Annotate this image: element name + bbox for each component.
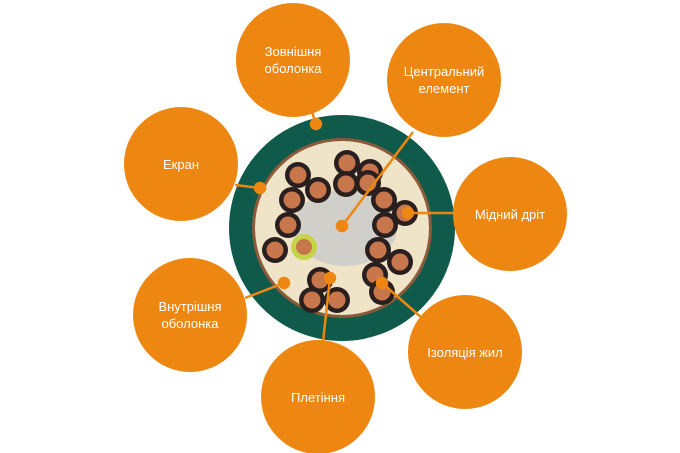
copper-core-shape — [376, 216, 394, 234]
label-core-insulation: Ізоляція жил — [408, 295, 522, 409]
copper-core-shape — [337, 175, 355, 193]
copper-core-shape — [279, 216, 297, 234]
label-screen: Екран — [124, 107, 238, 221]
label-inner-sheath: Внутрішня оболонка — [133, 258, 247, 372]
copper-core-shape — [328, 291, 346, 309]
label-braid: Плетіння — [261, 340, 375, 453]
label-copper-wire: Мідний дріт — [453, 157, 567, 271]
label-central-element: Центральний елемент — [387, 23, 501, 137]
copper-core-shape — [289, 166, 307, 184]
leader-lines — [234, 111, 458, 343]
copper-core-shape — [375, 191, 393, 209]
label-text: Ізоляція жил — [427, 344, 503, 360]
copper-core-shape — [303, 291, 321, 309]
label-text: Плетіння — [291, 389, 345, 405]
copper-core-shape — [296, 239, 312, 255]
label-text: Екран — [163, 156, 199, 172]
copper-core-shape — [266, 241, 284, 259]
label-text: Центральний елемент — [403, 64, 485, 96]
copper-core-shape — [283, 191, 301, 209]
cores — [262, 150, 418, 313]
label-text: Мідний дріт — [474, 206, 546, 222]
copper-core-shape — [309, 181, 327, 199]
label-outer-sheath: Зовнішня оболонка — [236, 3, 350, 117]
label-text: Зовнішня оболонка — [264, 44, 322, 76]
copper-core-shape — [369, 241, 387, 259]
copper-core-shape — [391, 253, 409, 271]
label-text: Внутрішня оболонка — [158, 299, 222, 331]
copper-core-shape — [338, 154, 356, 172]
